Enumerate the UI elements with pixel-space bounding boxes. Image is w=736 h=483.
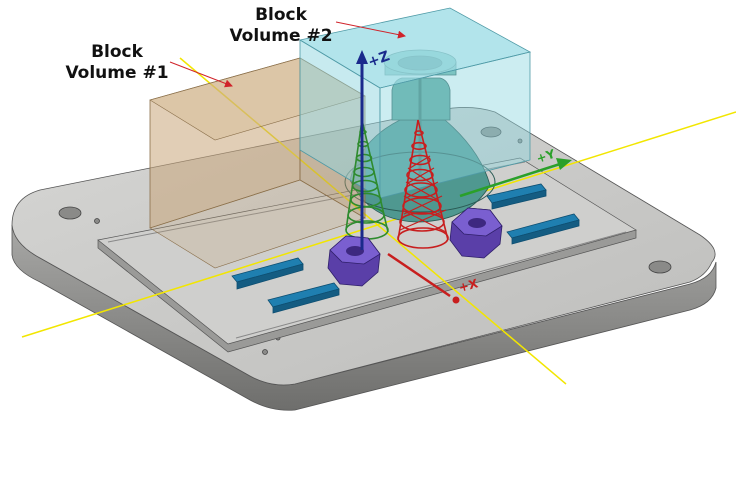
block-volume-2 [298, 7, 532, 199]
label-block-volume-2: Block Volume #2 [226, 5, 336, 47]
hole [58, 206, 82, 220]
label-volume-1-line-2: Volume #1 [65, 63, 169, 83]
toolpath-spiral-green [345, 119, 389, 240]
axis-y-arrow [556, 158, 572, 170]
callout-arrow-volume-2 [335, 21, 406, 39]
axis-z-label: +Z [366, 48, 392, 71]
axis-x-line [387, 252, 451, 298]
axis-x-point [452, 296, 460, 304]
axis-y-line [459, 162, 561, 198]
axis-x-label: +X [457, 276, 480, 295]
hole [480, 126, 502, 138]
hole [648, 260, 672, 274]
label-volume-2-line-2: Volume #2 [229, 26, 333, 46]
guide-line-b [21, 111, 736, 338]
label-volume-1-line-1: Block [91, 42, 143, 62]
nut-right [449, 207, 503, 259]
nut-left [327, 235, 381, 287]
callout-arrow-volume-1 [169, 61, 233, 88]
label-volume-2-line-1: Block [255, 5, 307, 25]
axis-y-label: +Y [535, 147, 557, 166]
clamp-bars [231, 183, 580, 314]
toolpath-spiral-red [397, 119, 449, 249]
axis-z-arrow [356, 50, 368, 64]
label-block-volume-1: Block Volume #1 [62, 42, 172, 84]
